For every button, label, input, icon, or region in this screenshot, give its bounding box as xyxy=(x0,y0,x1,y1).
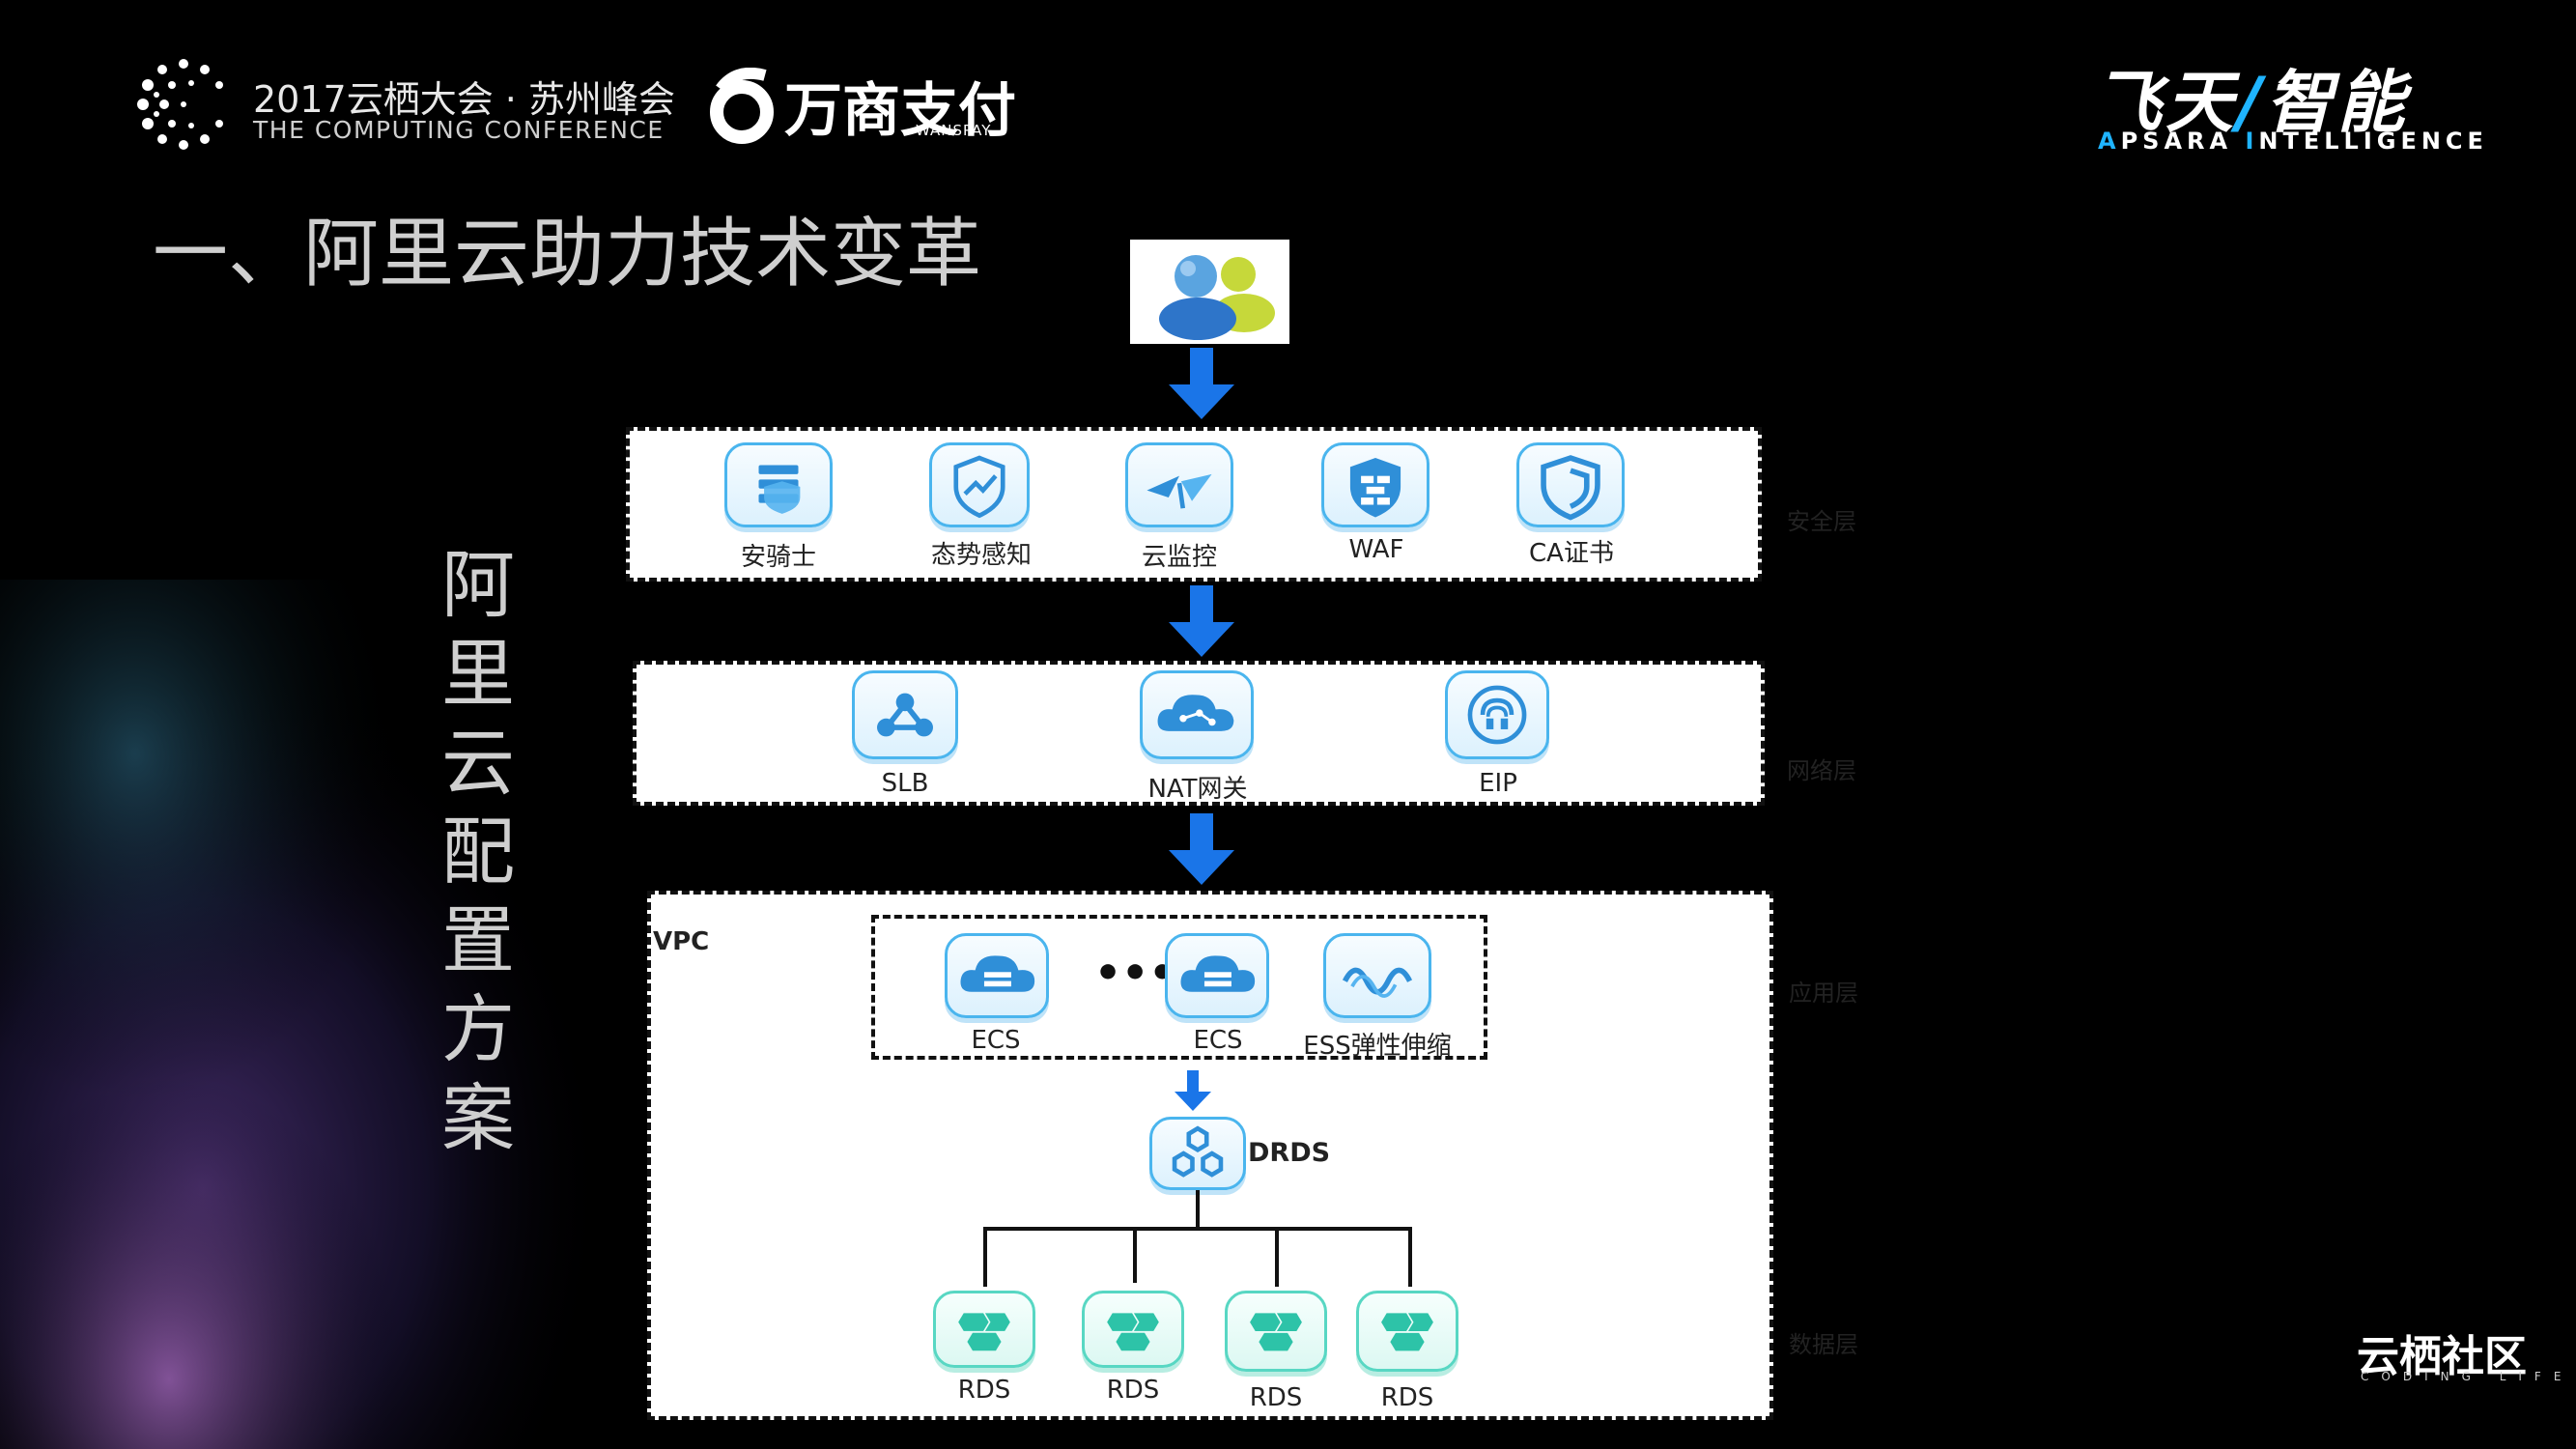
data-item-label: RDS xyxy=(957,1376,1011,1405)
load-balancer-icon xyxy=(852,670,958,759)
down-arrow-icon xyxy=(1169,813,1234,885)
database-icon xyxy=(933,1291,1035,1368)
brand-slash: / xyxy=(2237,63,2266,142)
apsara-brand-title: 飞天/智能 xyxy=(2094,48,2409,146)
apsara-brand-subtitle: APSARA INTELLIGENCE xyxy=(2098,128,2488,155)
security-item-label: 安骑士 xyxy=(740,543,816,572)
down-arrow-icon xyxy=(1169,348,1234,419)
certificate-icon xyxy=(1516,442,1625,527)
data-item-label: RDS xyxy=(1249,1383,1303,1412)
wanshang-logo-icon xyxy=(710,68,774,144)
page-title: 一、阿里云助力技术变革 xyxy=(153,211,982,298)
database-icon xyxy=(1082,1291,1184,1368)
network-item-label: EIP xyxy=(1479,769,1517,798)
brand-word-ntelligence: NTELLIGENCE xyxy=(2258,128,2488,155)
app-item-label: ECS xyxy=(971,1026,1021,1055)
users-block xyxy=(1130,240,1289,344)
server-shield-icon xyxy=(724,442,833,527)
data-item-label: RDS xyxy=(1106,1376,1160,1405)
database-icon xyxy=(1356,1291,1458,1372)
brand-initial-i: I xyxy=(2245,128,2259,155)
conference-subtitle: THE COMPUTING CONFERENCE xyxy=(253,116,665,144)
network-item-label: SLB xyxy=(881,769,929,798)
brand-initial-a: A xyxy=(2098,128,2121,155)
cloud-server-icon xyxy=(945,933,1049,1018)
users-icon xyxy=(1159,255,1275,340)
nebula-background xyxy=(0,580,676,1449)
down-arrow-icon xyxy=(1175,1070,1211,1111)
database-connector-lines xyxy=(983,1190,1412,1287)
yunqi-community-subtitle: CODING LIFE xyxy=(2361,1370,2574,1383)
security-layer-label: 安全层 xyxy=(1787,508,1856,535)
security-item-label: WAF xyxy=(1348,535,1404,564)
satellite-icon xyxy=(1125,442,1233,527)
application-group-box xyxy=(871,915,1487,1060)
data-layer-label: 数据层 xyxy=(1789,1331,1858,1358)
firewall-icon xyxy=(1321,442,1430,527)
app-item-label: ESS弹性伸缩 xyxy=(1303,1032,1452,1061)
drds-label: DRDS xyxy=(1248,1138,1331,1168)
partner-name: 万商支付 xyxy=(784,77,1016,145)
auto-scaling-icon xyxy=(1323,933,1431,1018)
network-layer-label: 网络层 xyxy=(1787,757,1856,784)
down-arrow-icon xyxy=(1169,585,1234,657)
security-item-label: CA证书 xyxy=(1529,539,1614,568)
computing-conference-logo-icon xyxy=(137,59,223,150)
vpc-label: VPC xyxy=(653,927,710,956)
network-item-label: NAT网关 xyxy=(1147,775,1248,804)
application-layer-label: 应用层 xyxy=(1789,980,1858,1007)
partner-subtitle: WANSPAY xyxy=(916,122,992,139)
conference-title: 2017云栖大会 · 苏州峰会 xyxy=(253,78,675,121)
elastic-ip-icon xyxy=(1445,670,1549,759)
ellipsis: ••• xyxy=(1094,949,1176,998)
brand-left: 飞天 xyxy=(2094,63,2237,142)
vertical-title: 阿里云配置方案 xyxy=(441,542,515,1161)
database-icon xyxy=(1225,1291,1327,1372)
nat-gateway-icon xyxy=(1140,670,1254,759)
cloud-server-icon xyxy=(1165,933,1269,1018)
app-item-label: ECS xyxy=(1193,1026,1243,1055)
data-item-label: RDS xyxy=(1380,1383,1434,1412)
brand-word-psara: PSARA xyxy=(2120,128,2246,155)
trend-shield-icon xyxy=(929,442,1030,527)
drds-icon xyxy=(1149,1117,1246,1190)
security-item-label: 态势感知 xyxy=(930,541,1032,570)
brand-right: 智能 xyxy=(2265,63,2409,142)
security-item-label: 云监控 xyxy=(1141,543,1217,572)
yunqi-community-logo: 云栖社区 xyxy=(2357,1332,2527,1381)
